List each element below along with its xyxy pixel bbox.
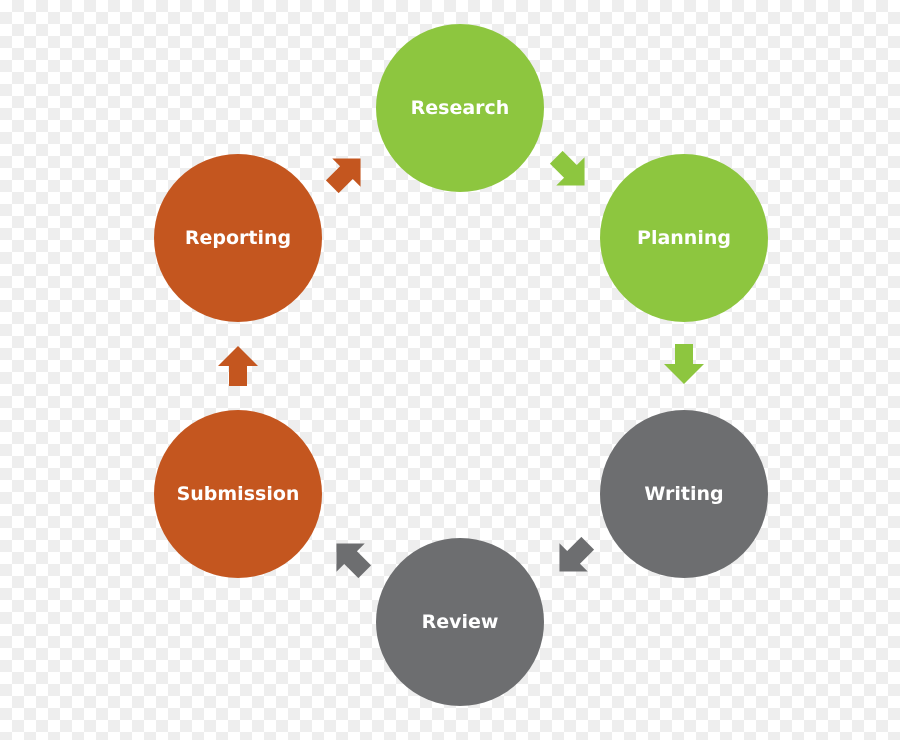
node-writing-circle — [600, 410, 768, 578]
node-research-circle — [376, 24, 544, 192]
node-writing-label: Writing — [644, 483, 723, 505]
node-planning-circle — [600, 154, 768, 322]
node-submission-circle — [154, 410, 322, 578]
arrow-writing-to-review — [559, 536, 595, 572]
node-writing: Writing — [600, 410, 768, 578]
node-planning-label: Planning — [637, 227, 731, 249]
arrow-submission-to-reporting — [218, 346, 258, 386]
node-research: Research — [376, 24, 544, 192]
arrow-reporting-to-research — [325, 158, 361, 194]
arrow-review-to-submission — [336, 543, 372, 579]
arrow-research-to-planning — [549, 150, 585, 186]
node-reporting-label: Reporting — [185, 227, 291, 249]
node-research-label: Research — [411, 97, 510, 119]
node-review-circle — [376, 538, 544, 706]
node-reporting-circle — [154, 154, 322, 322]
node-planning: Planning — [600, 154, 768, 322]
node-submission-label: Submission — [177, 483, 300, 505]
node-reporting: Reporting — [154, 154, 322, 322]
node-submission: Submission — [154, 410, 322, 578]
node-review-label: Review — [422, 611, 499, 633]
node-review: Review — [376, 538, 544, 706]
arrow-planning-to-writing — [664, 344, 704, 384]
